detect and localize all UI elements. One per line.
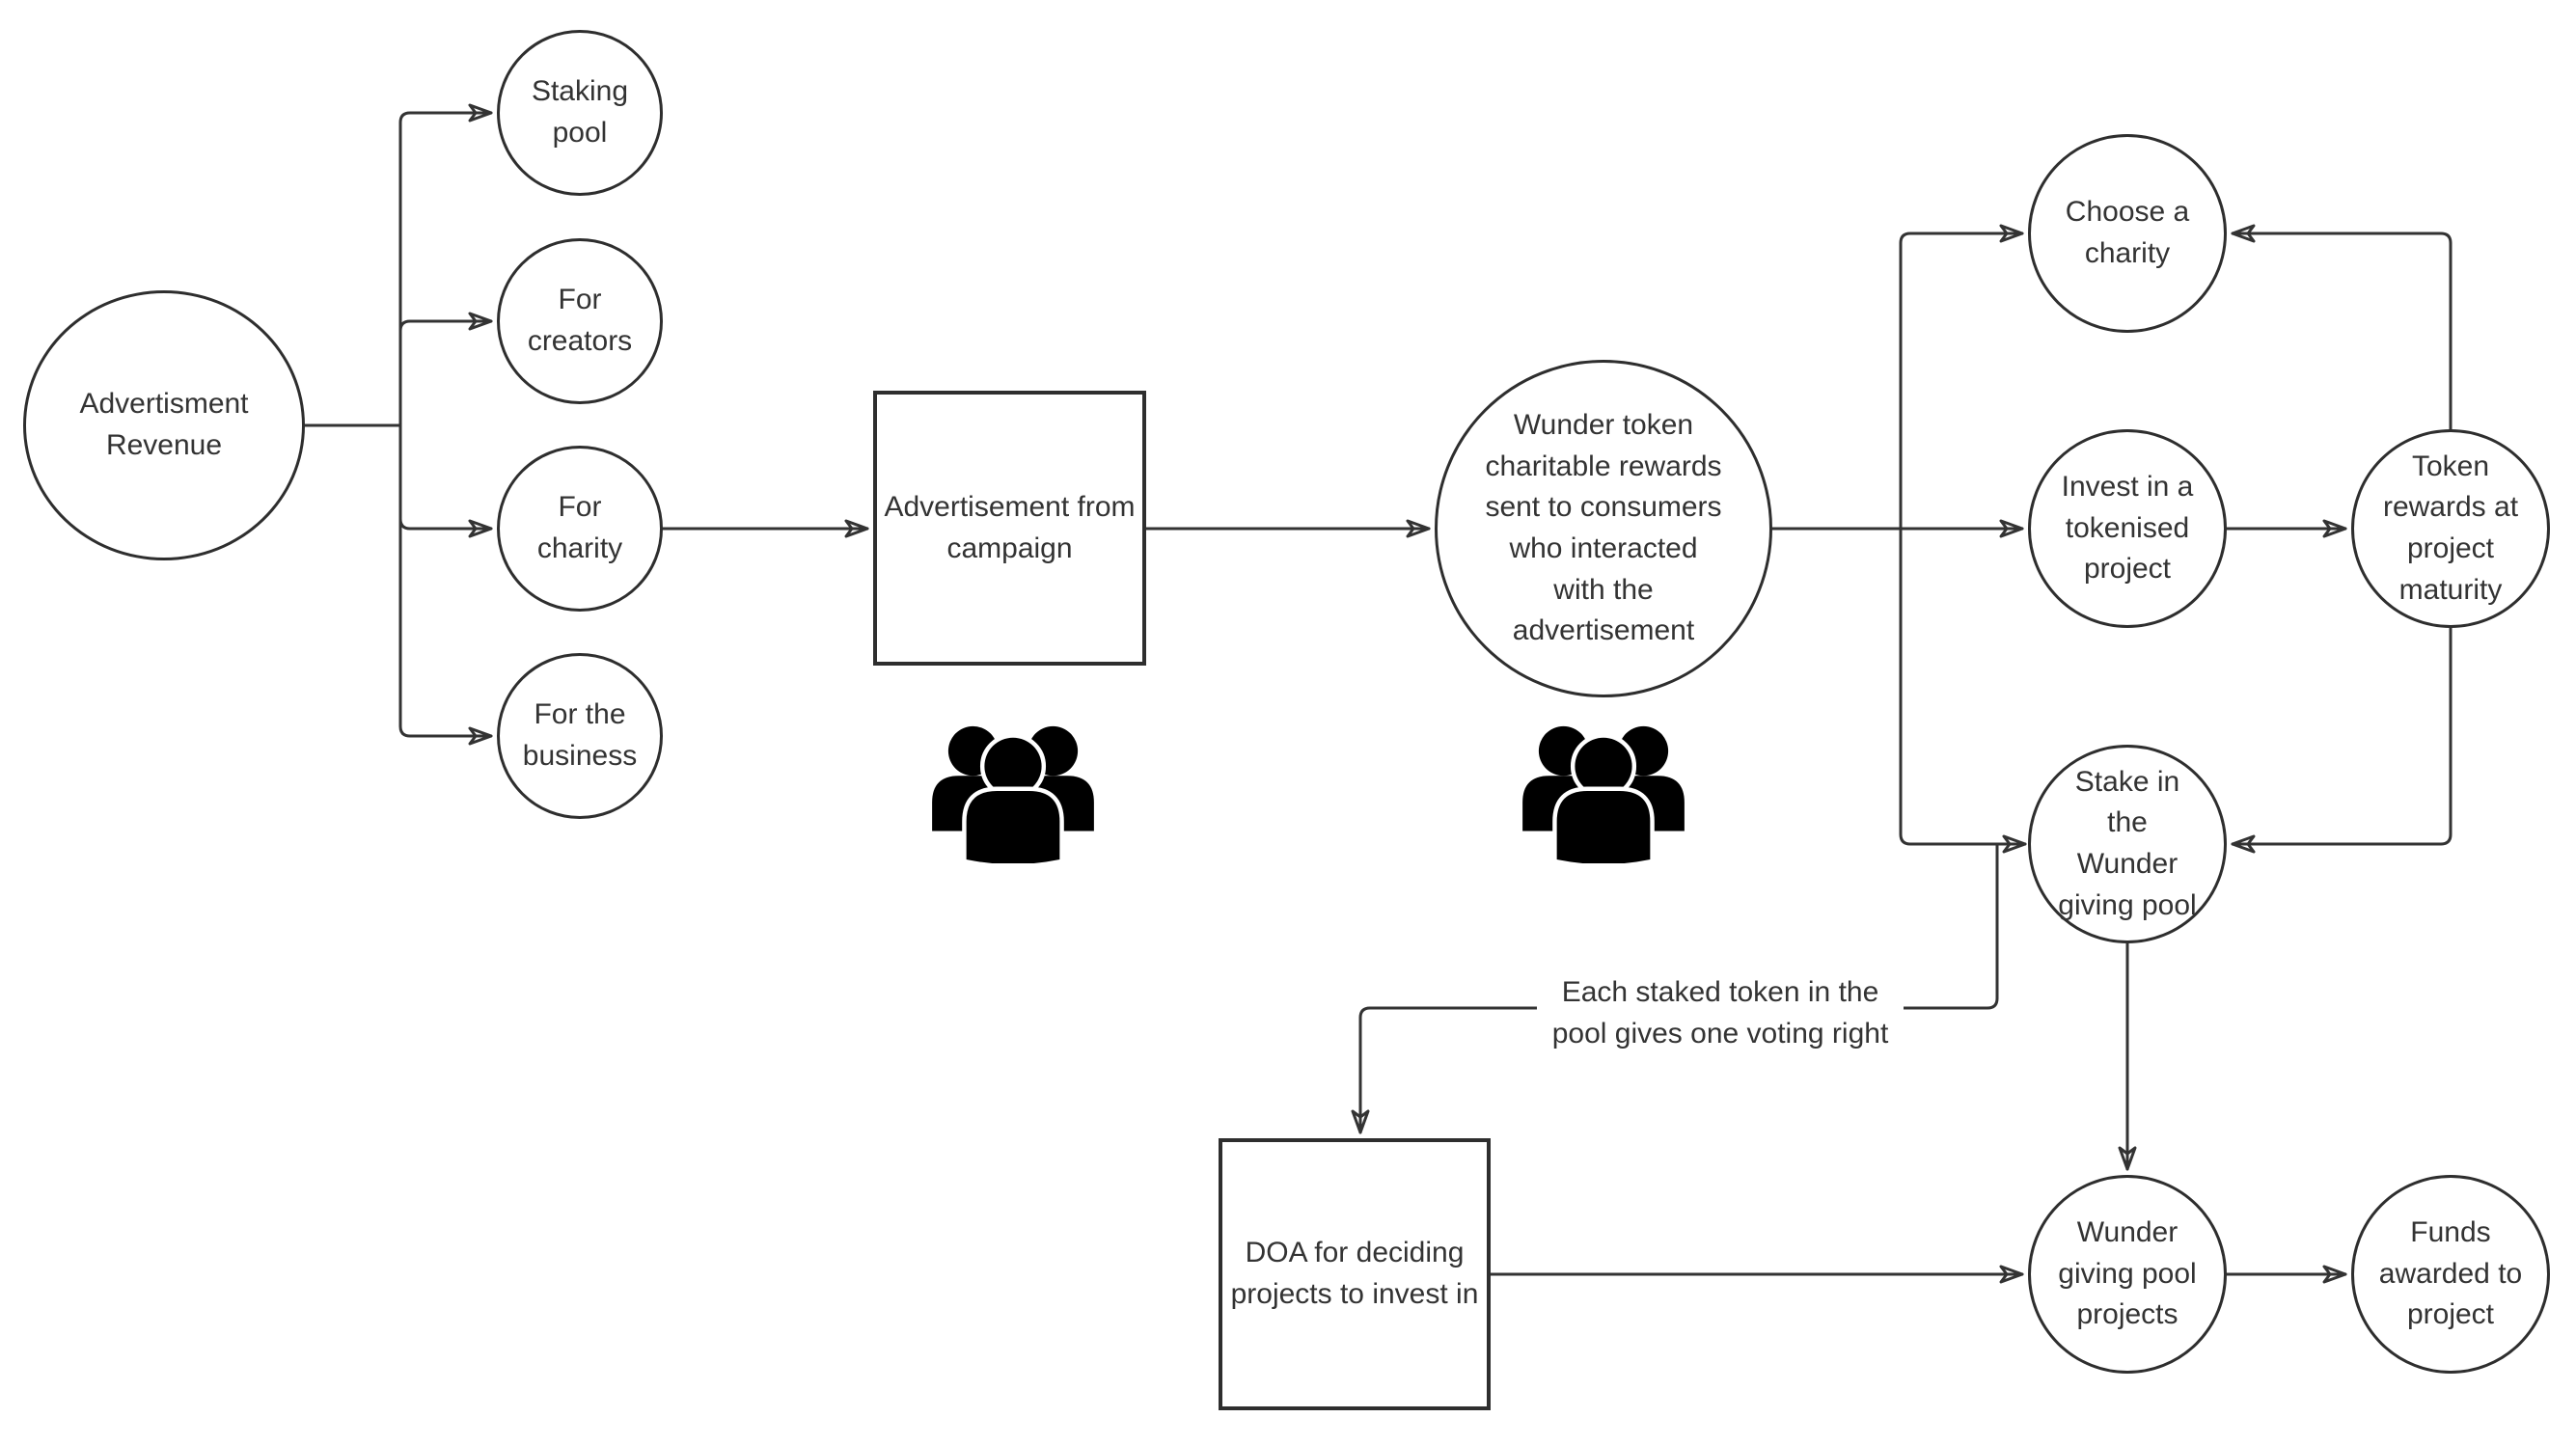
- node-token-rewards-maturity: Token rewards at project maturity: [2351, 429, 2550, 628]
- node-label: Choose a charity: [2065, 196, 2190, 269]
- edge-wunder-token-to-choose-charity: [1899, 224, 2024, 531]
- people-group-icon: [1522, 725, 1685, 863]
- node-label: For the business: [522, 698, 638, 772]
- edge-revenue-to-for-charity: [398, 423, 493, 538]
- node-stake-wunder-giving-pool: Stake in the Wunder giving pool: [2028, 745, 2227, 943]
- edge-wunder-token-to-stake: [1899, 527, 2027, 854]
- node-funds-awarded-to-project: Funds awarded to project: [2351, 1175, 2550, 1374]
- edge-revenue-to-staking-pool: [398, 103, 493, 427]
- node-label: Staking pool: [531, 75, 629, 149]
- node-label: Token rewards at project maturity: [2382, 450, 2519, 606]
- node-label: For creators: [527, 284, 633, 357]
- node-choose-a-charity: Choose a charity: [2028, 134, 2227, 333]
- node-invest-tokenised-project: Invest in a tokenised project: [2028, 429, 2227, 628]
- node-advertisement-from-campaign: Advertisement from campaign: [873, 391, 1146, 666]
- node-label: Invest in a tokenised project: [2061, 471, 2194, 586]
- edge-revenue-to-for-creators: [398, 312, 493, 427]
- node-staking-pool: Staking pool: [497, 30, 663, 196]
- node-label: DOA for deciding projects to invest in: [1230, 1237, 1479, 1310]
- node-wunder-giving-pool-projects: Wunder giving pool projects: [2028, 1175, 2227, 1374]
- voting-rights-annotation: Each staked token in the pool gives one …: [1537, 970, 1904, 1057]
- node-label: For charity: [536, 491, 623, 564]
- node-label: Funds awarded to project: [2378, 1216, 2523, 1331]
- node-label: Wunder giving pool projects: [2058, 1216, 2197, 1331]
- people-group-icon: [932, 725, 1094, 863]
- edge-revenue-to-for-business: [398, 423, 493, 746]
- node-label: Wunder token charitable rewards sent to …: [1485, 409, 1722, 647]
- node-wunder-token-rewards: Wunder token charitable rewards sent to …: [1435, 360, 1772, 697]
- node-for-charity: For charity: [497, 446, 663, 612]
- edge-token-rewards-to-stake: [2231, 626, 2453, 854]
- node-label: Advertisement from campaign: [884, 490, 1136, 564]
- node-label: Stake in the Wunder giving pool: [2058, 765, 2197, 921]
- node-label: Advertisment Revenue: [79, 388, 249, 461]
- node-doa-deciding-projects: DOA for deciding projects to invest in: [1219, 1138, 1491, 1410]
- node-for-the-business: For the business: [497, 653, 663, 819]
- node-advertisment-revenue: Advertisment Revenue: [23, 290, 305, 560]
- node-for-creators: For creators: [497, 238, 663, 404]
- edge-token-rewards-to-choose-charity: [2231, 224, 2453, 431]
